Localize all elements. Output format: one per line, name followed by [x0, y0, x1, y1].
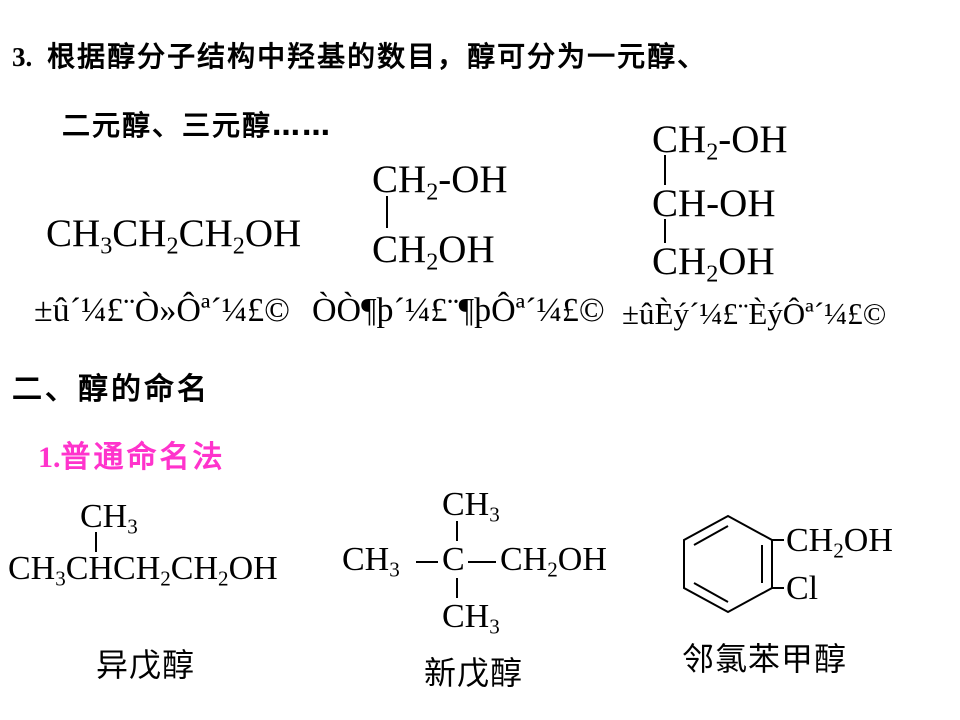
glycerol-formula-bottom: CH2OH — [652, 240, 775, 288]
neopentyl-bond-top — [456, 521, 458, 541]
naming-heading: 二、醇的命名 — [12, 372, 210, 407]
neopentyl-center: C — [442, 541, 465, 578]
neopentyl-bottom: CH3 — [442, 598, 500, 639]
glycerol-bond-1 — [664, 155, 666, 185]
isoamyl-branch: CH3 — [80, 498, 138, 539]
section3-number: 3. — [12, 42, 33, 72]
propanol-formula: CH3CH2CH2OH — [46, 212, 302, 260]
isoamyl-main: CH3CHCH2CH2OH — [8, 550, 278, 591]
glycol-formula-top: CH2-OH — [372, 158, 508, 206]
neopentyl-bond-left — [416, 561, 438, 563]
section3-text: 3. 根据醇分子结构中羟基的数目，醇可分为一元醇、 — [12, 40, 707, 74]
isoamyl-bond — [95, 532, 97, 552]
section3-line1: 根据醇分子结构中羟基的数目，醇可分为一元醇、 — [47, 40, 708, 73]
glycerol-formula-middle: CH-OH — [652, 182, 776, 225]
isoamyl-name: 异戊醇 — [96, 646, 196, 684]
neopentyl-right: CH2OH — [500, 541, 607, 582]
glycol-bond — [386, 196, 388, 228]
glycerol-formula-top: CH2-OH — [652, 118, 788, 166]
chlorobenzyl-sub1: CH2OH — [786, 522, 893, 563]
glycerol-label: ±ûÈý´¼£¨ÈýÔª´¼£© — [622, 296, 887, 331]
neopentyl-left: CH3 — [342, 541, 400, 582]
neopentyl-name: 新戊醇 — [424, 654, 524, 692]
glycerol-bond-2 — [664, 219, 666, 243]
neopentyl-bond-right — [468, 561, 496, 563]
benzene-ring-icon — [683, 514, 784, 614]
section3-line2: 二元醇、三元醇…… — [62, 109, 333, 142]
glycol-formula-bottom: CH2OH — [372, 228, 495, 276]
propanol-label: ±û´¼£¨Ò»Ôª´¼£© — [34, 292, 290, 329]
chlorobenzyl-name: 邻氯苯甲醇 — [682, 640, 848, 678]
neopentyl-top: CH3 — [442, 486, 500, 527]
neopentyl-bond-bottom — [456, 578, 458, 598]
common-naming-heading: 1.普通命名法 — [38, 440, 226, 475]
chlorobenzyl-sub2: Cl — [786, 570, 819, 607]
glycol-label: ÒÒ¶þ´¼£¨¶þÔª´¼£© — [312, 292, 605, 329]
